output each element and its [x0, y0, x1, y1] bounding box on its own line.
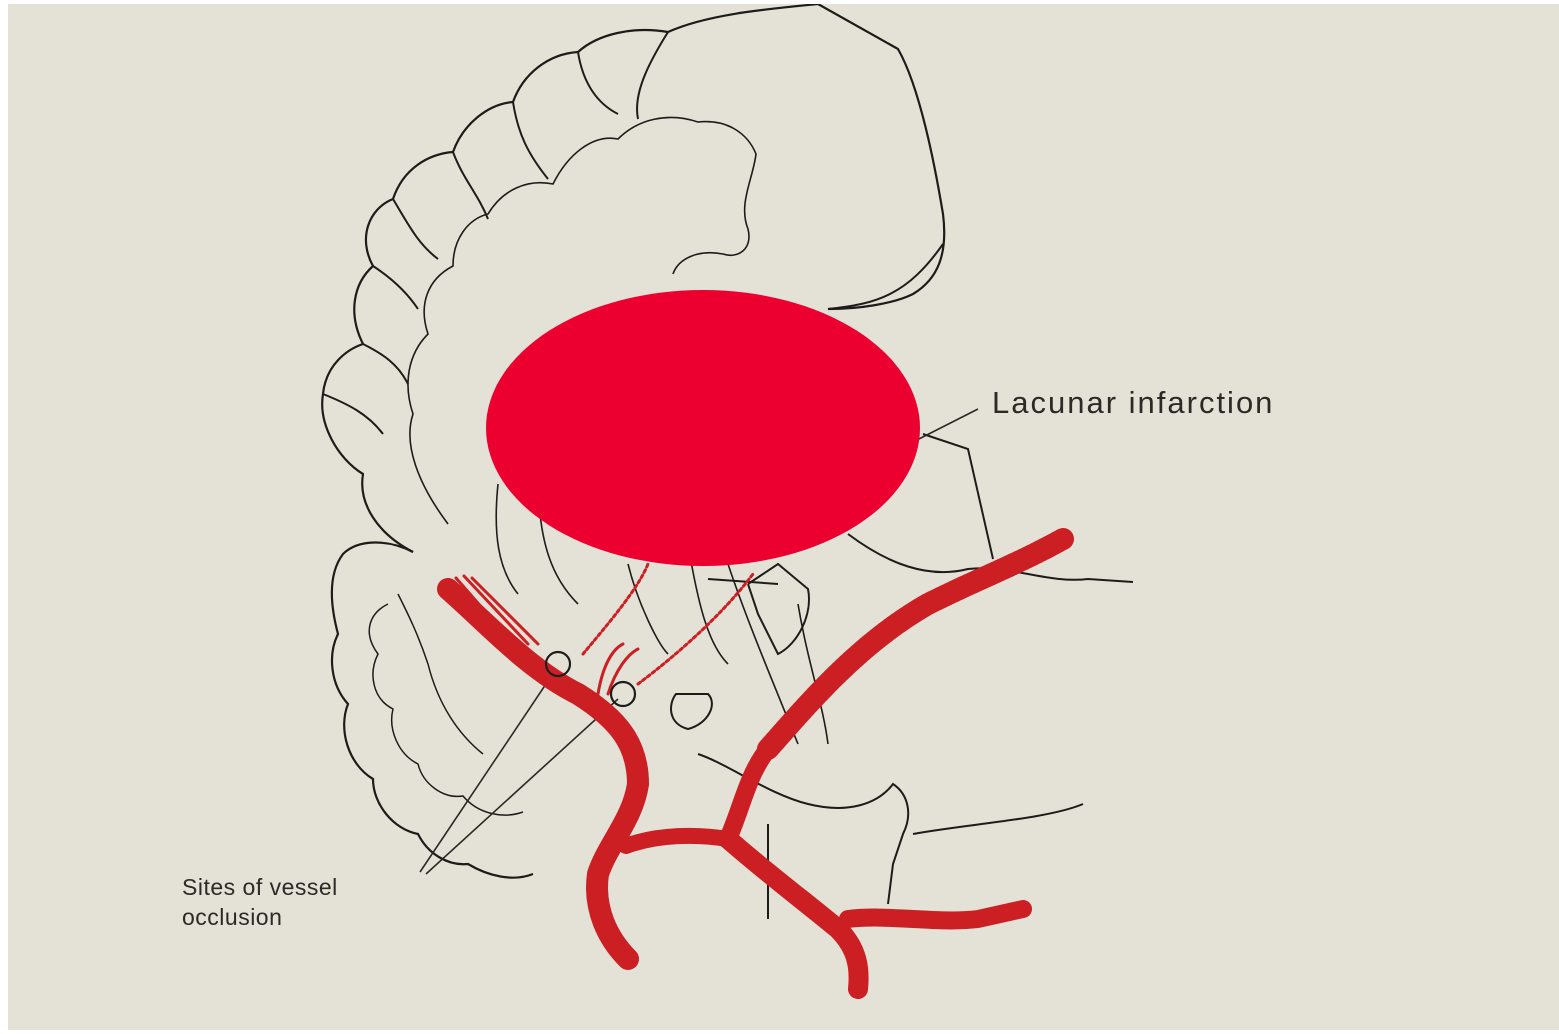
lacunar-infarction-marker [486, 290, 920, 566]
diagram-slide: Lacunar infarction Sites of vessel occlu… [8, 4, 1559, 1030]
sites-of-occlusion-label: Sites of vessel occlusion [182, 872, 338, 932]
sites-label-line-2: occlusion [182, 902, 338, 932]
lacunar-infarction-label: Lacunar infarction [992, 385, 1274, 421]
sites-label-line-1: Sites of vessel [182, 872, 338, 902]
